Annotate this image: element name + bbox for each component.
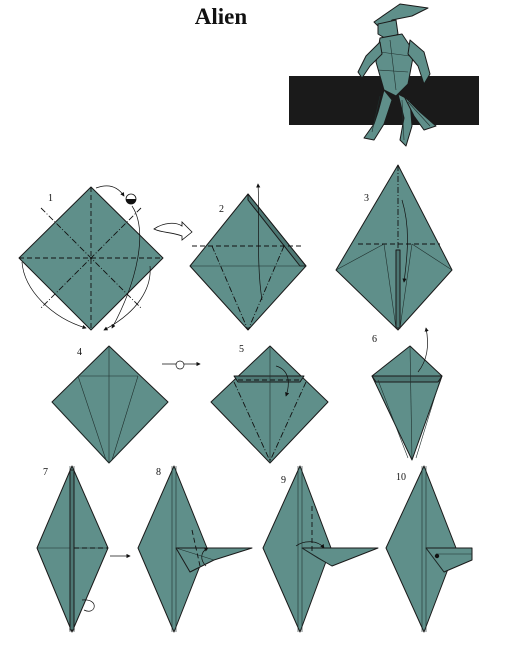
step-1-diagram <box>18 185 164 331</box>
step-2-diagram <box>189 183 307 331</box>
step-number-10: 10 <box>396 472 406 483</box>
step-9-diagram <box>262 465 379 633</box>
diagram-title: Alien <box>194 4 248 29</box>
step-3-diagram <box>335 164 453 331</box>
step-5-diagram <box>210 345 329 464</box>
step-number-2: 2 <box>219 204 224 215</box>
step-number-3: 3 <box>364 193 369 204</box>
step-10-diagram <box>385 465 473 633</box>
step-number-9: 9 <box>281 475 286 486</box>
step-4-diagram <box>51 345 169 464</box>
step-number-6: 6 <box>372 334 377 345</box>
flip-arrow-icon <box>153 221 193 241</box>
alien-figure <box>357 3 437 147</box>
step-number-4: 4 <box>77 347 82 358</box>
step-number-1: 1 <box>48 193 53 204</box>
step-number-8: 8 <box>156 467 161 478</box>
rotate-icon <box>162 361 200 370</box>
turn-over-icon <box>125 193 137 205</box>
step-6-diagram <box>371 327 443 461</box>
step-number-5: 5 <box>239 344 244 355</box>
step-8-diagram <box>137 465 253 633</box>
step-number-7: 7 <box>43 467 48 478</box>
step-7-diagram <box>36 465 131 633</box>
finished-model-illustration <box>289 3 479 147</box>
